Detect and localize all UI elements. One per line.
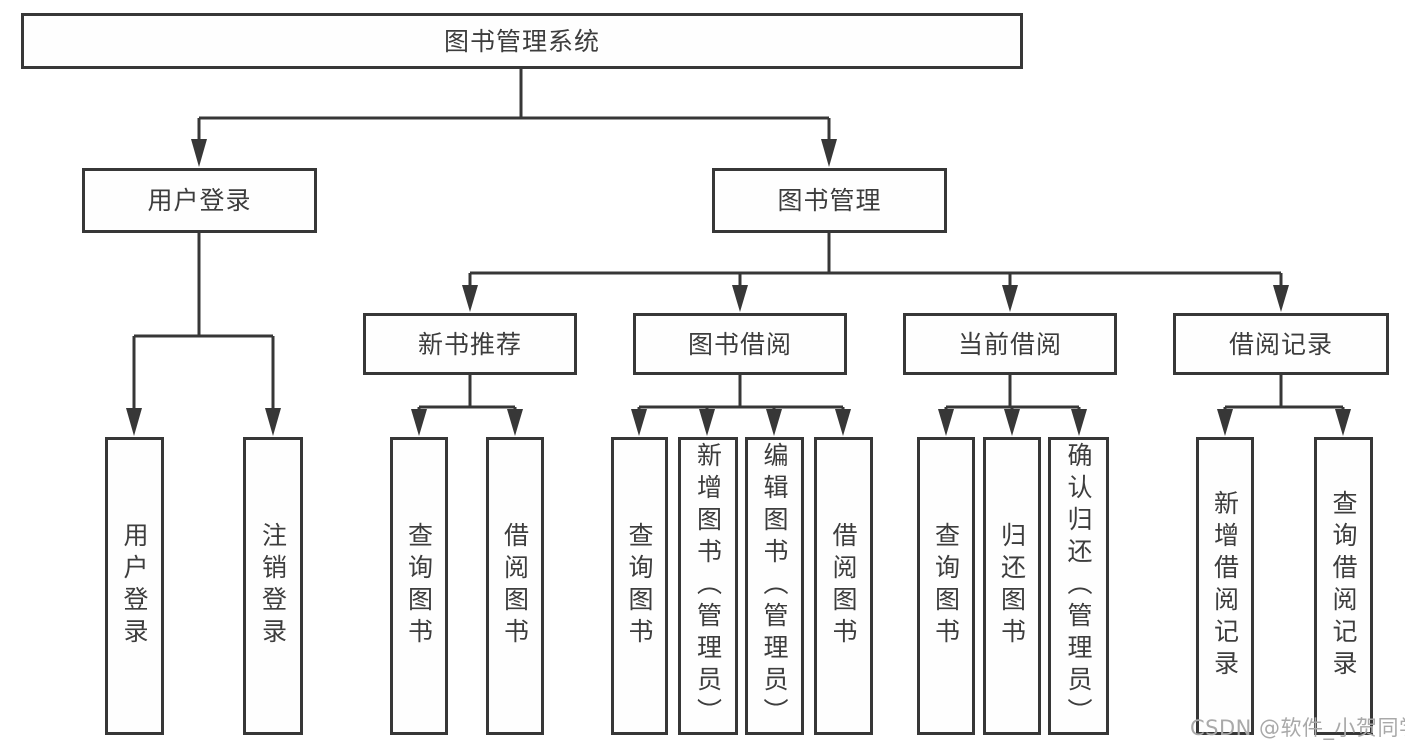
- arrow-down-icon: [821, 139, 837, 167]
- arrow-down-icon: [265, 408, 281, 436]
- node-label: 图书管理系统: [443, 26, 600, 56]
- arrow-down-icon: [1002, 285, 1018, 312]
- leaf-label: 查询图书: [625, 522, 654, 650]
- arrow-down-icon: [507, 409, 523, 436]
- node-borrow-records: 借阅记录: [1173, 313, 1389, 375]
- leaf-label: 编辑图书（管理员）: [760, 442, 789, 730]
- connector-records-to-leaves: [1223, 375, 1345, 414]
- node-user-login: 用户登录: [82, 168, 317, 233]
- leaf-logout: 注销登录: [243, 437, 303, 735]
- leaf-confirm-return-admin: 确认归还（管理员）: [1048, 437, 1109, 735]
- node-book-management: 图书管理: [712, 168, 947, 233]
- arrow-down-icon: [462, 285, 478, 312]
- leaf-add-borrow-record: 新增借阅记录: [1196, 437, 1254, 735]
- leaf-query-books: 查询图书: [917, 437, 975, 735]
- arrow-down-icon: [766, 409, 782, 436]
- leaf-label: 查询借阅记录: [1329, 490, 1358, 682]
- leaf-borrow-books: 借阅图书: [814, 437, 873, 735]
- node-book-borrowing: 图书借阅: [633, 313, 847, 375]
- leaf-label: 用户登录: [120, 522, 149, 650]
- node-label: 图书管理: [777, 186, 882, 215]
- node-current-borrowing: 当前借阅: [903, 313, 1117, 375]
- arrow-down-icon: [1004, 409, 1020, 436]
- leaf-label: 借阅图书: [829, 522, 858, 650]
- node-label: 图书借阅: [687, 329, 792, 359]
- arrow-down-icon: [938, 409, 954, 436]
- leaf-label: 新增图书（管理员）: [693, 442, 723, 730]
- connector-login-to-leaves: [132, 233, 275, 412]
- arrow-down-icon: [191, 139, 207, 167]
- arrow-down-icon: [631, 409, 647, 436]
- connector-borrowing-to-leaves: [637, 375, 845, 414]
- node-new-book-recommend: 新书推荐: [363, 313, 577, 375]
- leaf-label: 新增借阅记录: [1210, 490, 1240, 682]
- leaf-query-books: 查询图书: [611, 437, 668, 735]
- leaf-label: 确认归还（管理员）: [1064, 442, 1093, 730]
- leaf-user-login: 用户登录: [105, 437, 164, 735]
- csdn-watermark: CSDN @软件_小贺同学: [1190, 716, 1405, 740]
- leaf-edit-books-admin: 编辑图书（管理员）: [745, 437, 804, 735]
- arrow-down-icon: [1217, 409, 1233, 436]
- node-label: 当前借阅: [957, 329, 1062, 359]
- arrow-down-icon: [1071, 409, 1087, 436]
- node-label: 用户登录: [147, 186, 252, 215]
- connector-recommend-to-leaves: [417, 375, 517, 414]
- leaf-label: 查询图书: [404, 522, 434, 650]
- arrow-down-icon: [699, 409, 715, 436]
- leaf-query-borrow-record: 查询借阅记录: [1314, 437, 1373, 735]
- node-label: 借阅记录: [1228, 329, 1333, 359]
- leaf-label: 借阅图书: [500, 522, 530, 650]
- leaf-query-books: 查询图书: [390, 437, 448, 735]
- arrow-down-icon: [126, 408, 142, 436]
- arrow-down-icon: [835, 409, 851, 436]
- arrow-down-icon: [1335, 409, 1351, 436]
- node-label: 新书推荐: [417, 329, 522, 359]
- leaf-label: 注销登录: [258, 522, 288, 650]
- leaf-return-books: 归还图书: [983, 437, 1041, 735]
- connector-mgmt-to-level3: [468, 233, 1283, 290]
- leaf-borrow-books: 借阅图书: [486, 437, 544, 735]
- node-library-management-system: 图书管理系统: [21, 13, 1023, 69]
- arrow-down-icon: [411, 409, 427, 436]
- connector-current-to-leaves: [944, 375, 1081, 414]
- arrow-down-icon: [732, 285, 748, 312]
- leaf-label: 归还图书: [997, 522, 1027, 650]
- arrow-down-icon: [1273, 285, 1289, 312]
- connector-root-to-level2: [197, 69, 831, 144]
- leaf-label: 查询图书: [931, 522, 961, 650]
- leaf-add-books-admin: 新增图书（管理员）: [678, 437, 738, 735]
